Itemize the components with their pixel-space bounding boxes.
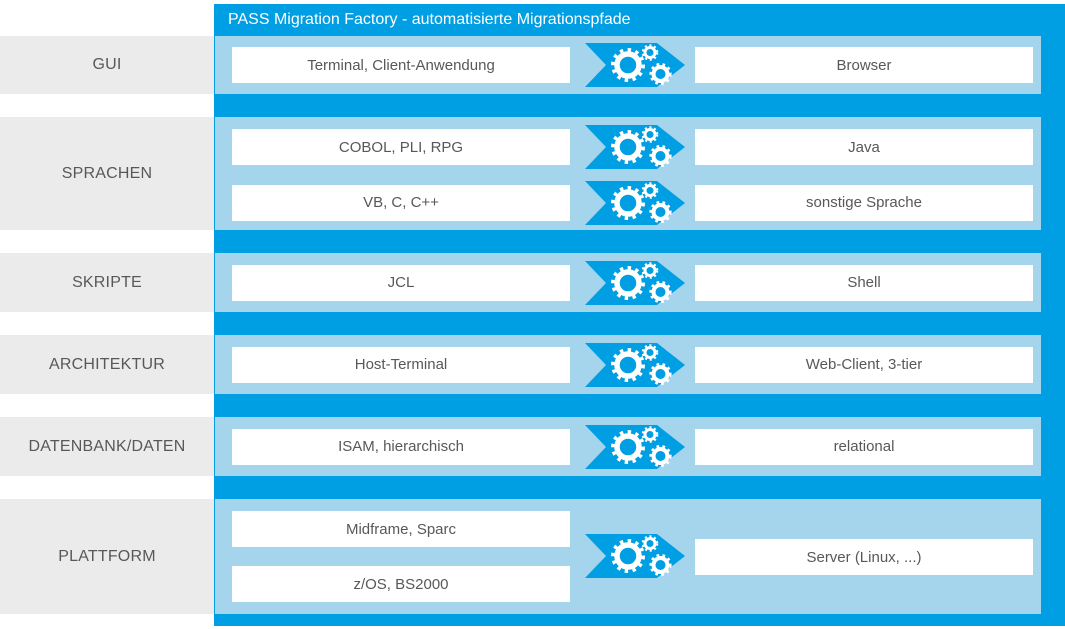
source-box: Terminal, Client-Anwendung	[232, 47, 570, 83]
source-box: Host-Terminal	[232, 346, 570, 383]
source-box: VB, C, C++	[232, 184, 570, 221]
mapping-row: ISAM, hierarchisch relational	[215, 417, 1041, 476]
source-box: COBOL, PLI, RPG	[232, 129, 570, 165]
target-box: Web-Client, 3-tier	[695, 346, 1033, 383]
category-label-plattform: PLATTFORM	[0, 499, 214, 614]
source-box: ISAM, hierarchisch	[232, 428, 570, 465]
panel-title: PASS Migration Factory - automatisierte …	[228, 11, 631, 28]
target-box: Browser	[695, 47, 1033, 83]
target-box: Shell	[695, 264, 1033, 301]
source-box: z/OS, BS2000	[232, 566, 570, 602]
band-architektur: Host-Terminal Web-Client, 3-tier	[215, 335, 1041, 394]
target-box: relational	[695, 428, 1033, 465]
category-text: SKRIPTE	[72, 273, 142, 291]
category-text: ARCHITEKTUR	[49, 355, 165, 373]
band-skripte: JCL Shell	[215, 253, 1041, 312]
category-text: DATENBANK/DATEN	[28, 437, 186, 455]
source-box: JCL	[232, 264, 570, 301]
category-label-sprachen: SPRACHEN	[0, 117, 214, 230]
gear-arrow-icon	[585, 343, 685, 387]
main-panel: PASS Migration Factory - automatisierte …	[214, 4, 1065, 626]
target-box: Java	[695, 129, 1033, 165]
mapping-row: VB, C, C++ sonstige Sprache	[215, 175, 1041, 230]
gear-arrow-icon	[585, 425, 685, 469]
gear-arrow-icon	[585, 534, 685, 578]
category-text: SPRACHEN	[61, 164, 153, 182]
mapping-row: Host-Terminal Web-Client, 3-tier	[215, 335, 1041, 394]
mapping-row: Terminal, Client-Anwendung Browser	[215, 36, 1041, 94]
gear-arrow-icon	[585, 181, 685, 225]
band-plattform: Midframe, Sparc z/OS, BS2000 Server (Lin…	[215, 499, 1041, 614]
category-label-datenbank: DATENBANK/DATEN	[0, 417, 214, 476]
gear-arrow-icon	[585, 261, 685, 305]
target-box: Server (Linux, ...)	[695, 539, 1033, 575]
band-gui: Terminal, Client-Anwendung Browser	[215, 36, 1041, 94]
category-label-skripte: SKRIPTE	[0, 253, 214, 312]
category-label-gui: GUI	[0, 36, 214, 94]
category-label-architektur: ARCHITEKTUR	[0, 335, 214, 394]
gear-arrow-icon	[585, 125, 685, 169]
mapping-row: COBOL, PLI, RPG Java	[215, 119, 1041, 175]
gear-arrow-icon	[585, 43, 685, 87]
band-datenbank: ISAM, hierarchisch relational	[215, 417, 1041, 476]
category-text: GUI	[92, 56, 122, 73]
mapping-row: JCL Shell	[215, 253, 1041, 312]
category-text: PLATTFORM	[58, 547, 156, 565]
target-box: sonstige Sprache	[695, 184, 1033, 221]
band-sprachen: COBOL, PLI, RPG Java VB, C, C++ sonstige…	[215, 117, 1041, 230]
source-box: Midframe, Sparc	[232, 511, 570, 547]
